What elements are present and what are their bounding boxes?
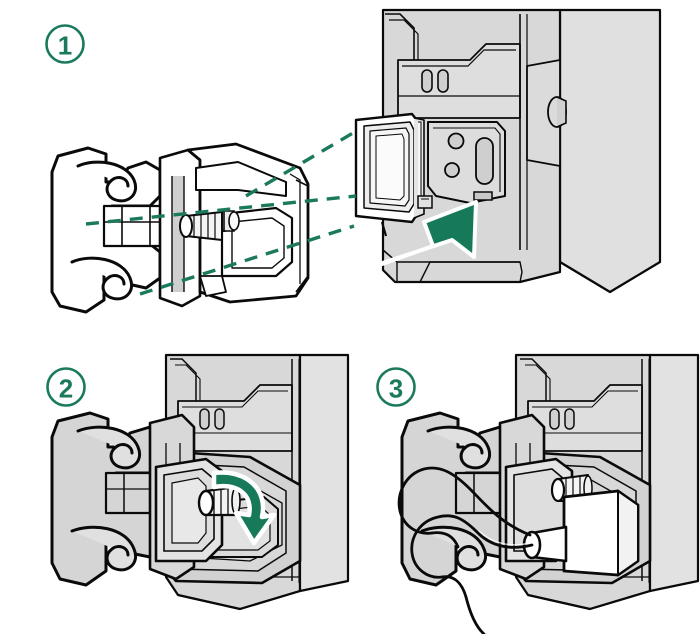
oval-vent-slots [199, 408, 225, 430]
step-1-badge-number: 1 [58, 31, 72, 61]
oval-vent-slots [421, 69, 449, 93]
step-2-badge-number: 2 [59, 374, 73, 404]
step-2-badge: 2 [46, 367, 86, 407]
step-1-badge: 1 [45, 24, 85, 64]
step-2-panel: 2 [0, 345, 350, 634]
knurled-thumbscrew [179, 210, 240, 241]
step-1-illustration: 1 [45, 8, 662, 314]
power-cable [397, 466, 534, 634]
server-chassis-corner [381, 8, 662, 294]
step-3-illustration: 3 [376, 353, 700, 634]
step-3-panel: 3 [350, 345, 700, 634]
knurled-thumbscrew [197, 485, 241, 517]
step-3-badge: 3 [376, 367, 416, 407]
power-cable-highlight [478, 530, 531, 546]
alignment-guides [85, 128, 359, 296]
rotation-arrow [211, 470, 277, 546]
insertion-arrow [309, 200, 478, 291]
power-cord-retention-clip [50, 142, 310, 314]
alignment-guide-middle [85, 194, 357, 226]
hinged-access-panel [354, 112, 433, 237]
power-cord-connector-plug [522, 489, 640, 577]
alignment-guide-bottom [139, 224, 355, 296]
step-3-badge-number: 3 [389, 374, 403, 404]
oval-vent-slots [549, 408, 575, 430]
power-cord-retention-clip [50, 411, 241, 587]
step-1-panel: 1 [45, 8, 662, 314]
step-2-illustration: 2 [46, 353, 350, 611]
